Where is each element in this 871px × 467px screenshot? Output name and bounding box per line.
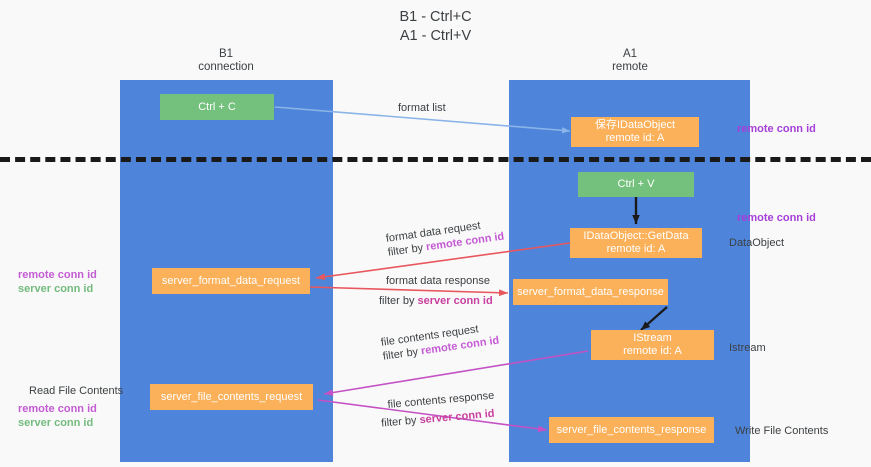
- box-ctrl-v-label: Ctrl + V: [617, 178, 655, 190]
- lane-header-b1: B1 connection: [151, 48, 301, 74]
- annotation-dataobject: DataObject: [729, 237, 785, 249]
- box-save-idataobject-line2: remote id: A: [605, 132, 665, 144]
- lane-b1-name: B1: [218, 48, 234, 60]
- box-server-format-data-request[interactable]: server_format_data_request: [152, 268, 310, 294]
- box-istream[interactable]: IStream remote id: A: [591, 330, 714, 360]
- lane-b1-sub: connection: [198, 61, 254, 73]
- fmt-resp-l1: format data response: [386, 275, 490, 287]
- lane-header-a1: A1 remote: [555, 48, 705, 74]
- box-save-idataobject[interactable]: 保存IDataObject remote id: A: [571, 117, 699, 147]
- box-fmt-req-label: server_format_data_request: [161, 274, 301, 287]
- box-istream-line2: remote id: A: [623, 345, 682, 357]
- page-title: B1 - Ctrl+C A1 - Ctrl+V: [0, 8, 871, 46]
- arrow-format-list: [274, 106, 571, 134]
- edge-label-format-list: format list: [398, 102, 446, 114]
- box-getdata-line1: IDataObject::GetData: [583, 230, 689, 242]
- fmt-resp-l2-highlight: server conn id: [417, 295, 493, 307]
- annotation-left-remote-conn-b: remote conn id: [18, 403, 97, 415]
- annotation-left-server-conn-b: server conn id: [18, 417, 94, 429]
- annotation-left-conn-ids-b: remote conn id server conn id: [18, 402, 97, 430]
- phase-separator-dashed-line: [0, 157, 871, 162]
- arrow-format-data-request: [315, 242, 571, 281]
- annotation-left-remote-conn-a: remote conn id: [18, 269, 97, 281]
- annotation-remote-conn-id-mid: remote conn id: [737, 212, 816, 224]
- box-file-req-label: server_file_contents_request: [160, 390, 303, 403]
- box-fmt-resp-label: server_format_data_response: [517, 285, 664, 298]
- arrow-file-contents-request: [323, 350, 589, 396]
- box-ctrl-c[interactable]: Ctrl + C: [160, 94, 274, 120]
- annotation-write-file-contents: Write File Contents: [735, 425, 829, 437]
- arrow-response-to-istream: [640, 306, 668, 331]
- title-line-1: B1 - Ctrl+C: [399, 9, 472, 25]
- box-idataobject-getdata[interactable]: IDataObject::GetData remote id: A: [570, 228, 702, 258]
- box-ctrl-c-label: Ctrl + C: [198, 100, 236, 113]
- annotation-read-file-contents: Read File Contents: [29, 385, 124, 397]
- arrow-format-data-response: [309, 286, 509, 297]
- arrow-file-contents-response: [317, 399, 548, 433]
- annotation-left-server-conn-a: server conn id: [18, 283, 94, 295]
- box-istream-line1: IStream: [633, 332, 672, 344]
- box-ctrl-v[interactable]: Ctrl + V: [578, 172, 694, 197]
- box-save-idataobject-line1: 保存IDataObject: [594, 119, 676, 131]
- box-server-file-contents-response[interactable]: server_file_contents_response: [549, 417, 714, 443]
- box-server-format-data-response[interactable]: server_format_data_response: [513, 279, 668, 305]
- annotation-left-conn-ids-a: remote conn id server conn id: [18, 268, 97, 296]
- edge-label-format-data-response: format data response filter by server co…: [379, 274, 493, 308]
- lane-a1-sub: remote: [612, 61, 648, 73]
- annotation-remote-conn-id-top: remote conn id: [737, 123, 816, 135]
- fmt-resp-l2-prefix: filter by: [379, 295, 418, 307]
- box-getdata-line2: remote id: A: [606, 243, 666, 255]
- box-server-file-contents-request[interactable]: server_file_contents_request: [150, 384, 313, 410]
- file-resp-l2-prefix: filter by: [380, 414, 421, 430]
- box-file-resp-label: server_file_contents_response: [556, 423, 707, 436]
- annotation-istream: Istream: [729, 342, 766, 354]
- title-line-2: A1 - Ctrl+V: [399, 28, 472, 44]
- lane-a1-name: A1: [622, 48, 638, 60]
